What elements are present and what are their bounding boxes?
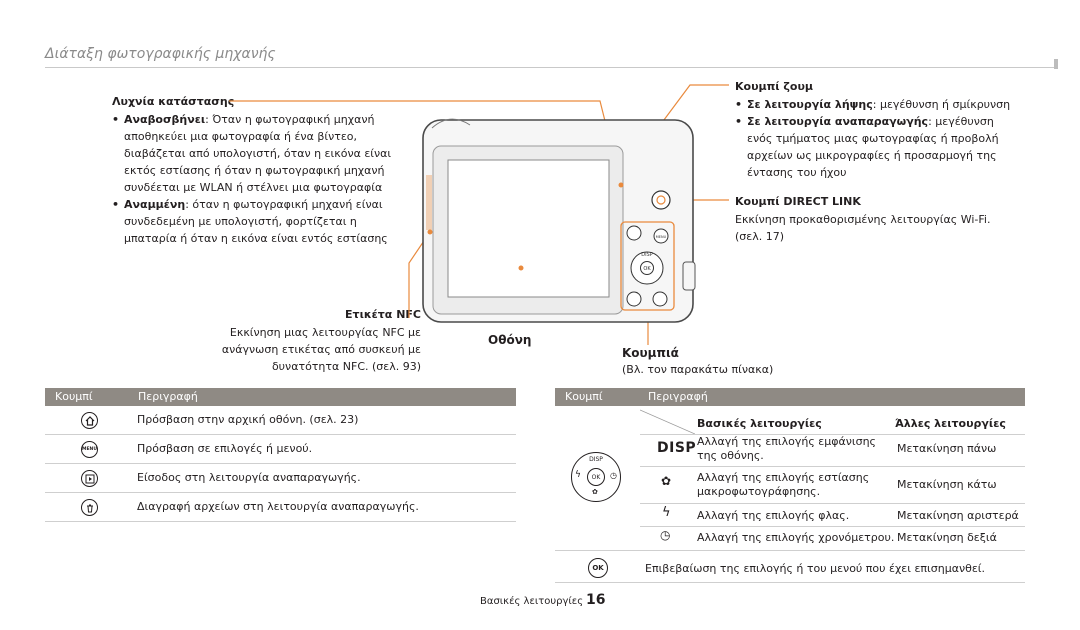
- right-table-header: Κουμπί Περιγραφή: [555, 388, 1025, 406]
- dial-ok-label: OK: [587, 468, 605, 486]
- direct-link-description: Εκκίνηση προκαθορισμένης λειτουργίας Wi-…: [735, 213, 991, 243]
- table-row: Διαγραφή αρχείων στη λειτουργία αναπαραγ…: [45, 493, 516, 521]
- timer-icon: ◷: [660, 528, 671, 542]
- ok-icon: OK: [588, 558, 608, 578]
- menu-button: [653, 228, 669, 244]
- other-functions-header: Άλλες λειτουργίες: [895, 417, 1006, 430]
- playback-icon: [81, 470, 98, 487]
- dial-macro-icon: ✿: [592, 488, 598, 496]
- table-row: Πρόσβαση στην αρχική οθόνη. (σελ. 23): [45, 406, 516, 434]
- direct-link-button: [651, 190, 671, 210]
- table-row: Είσοδος στη λειτουργία αναπαραγωγής.: [45, 464, 516, 492]
- zoom-title: Κουμπί ζουμ: [735, 80, 813, 93]
- screen-label: Οθόνη: [488, 333, 532, 347]
- left-header-desc: Περιγραφή: [138, 390, 198, 403]
- status-lamp-marker: [618, 182, 624, 188]
- row-basic: Αλλαγή της επιλογής εμφάνισης της οθόνης…: [697, 435, 877, 462]
- dial-disp-label: DISP: [589, 456, 603, 463]
- buttons-title: Κουμπιά: [622, 346, 679, 360]
- row-other: Μετακίνηση πάνω: [897, 442, 997, 455]
- header-rule: [45, 67, 1057, 68]
- strap-lug: [682, 261, 696, 291]
- buttons-highlight: [620, 221, 675, 311]
- header-marker: [1054, 59, 1058, 69]
- screen-marker: [518, 265, 524, 271]
- zoom-list: Σε λειτουργία λήψης: μεγέθυνση ή σμίκρυν…: [735, 96, 1020, 181]
- table-row: MENU Πρόσβαση σε επιλογές ή μενού.: [45, 435, 516, 463]
- disp-icon: DISP: [657, 440, 697, 456]
- nfc-title: Ετικέτα NFC: [345, 308, 421, 321]
- nav-dial-icon: DISP OK ϟ ◷ ✿: [571, 452, 621, 502]
- row-basic: Αλλαγή της επιλογής φλας.: [697, 509, 850, 522]
- right-header-key: Κουμπί: [565, 390, 603, 403]
- right-header-desc: Περιγραφή: [648, 390, 708, 403]
- nfc-marker: [427, 229, 433, 235]
- row-description: Πρόσβαση σε επιλογές ή μενού.: [137, 442, 313, 455]
- status-lamp-item: Αναμμένη: όταν η φωτογραφική μηχανή είνα…: [112, 196, 392, 247]
- delete-icon: [81, 499, 98, 516]
- row-description: Πρόσβαση στην αρχική οθόνη. (σελ. 23): [137, 413, 359, 426]
- playback-button: [626, 291, 642, 307]
- camera-menu-label: MENU: [656, 235, 667, 239]
- status-lamp-title: Λυχνία κατάστασης: [112, 95, 235, 108]
- row-basic: Αλλαγή της επιλογής χρονόμετρου.: [697, 531, 895, 544]
- camera-disp-label: DISP: [641, 252, 653, 258]
- dial-timer-icon: ◷: [610, 471, 617, 480]
- zoom-item: Σε λειτουργία λήψης: μεγέθυνση ή σμίκρυν…: [735, 96, 1020, 113]
- footer-section: Βασικές λειτουργίες: [480, 596, 584, 607]
- page-title: Διάταξη φωτογραφικής μηχανής: [45, 46, 276, 62]
- delete-button: [652, 291, 668, 307]
- page-number: 16: [586, 592, 606, 608]
- flash-icon: ϟ: [662, 505, 671, 520]
- screen: [447, 159, 610, 298]
- left-table-header: Κουμπί Περιγραφή: [45, 388, 516, 406]
- buttons-subtitle: (Βλ. τον παρακάτω πίνακα): [622, 363, 774, 376]
- row-description: Είσοδος στη λειτουργία αναπαραγωγής.: [137, 471, 361, 484]
- camera-illustration: DISP OK MENU: [229, 84, 729, 345]
- ok-button: [640, 261, 654, 275]
- left-header-key: Κουμπί: [55, 390, 93, 403]
- status-lamp-list: Αναβοσβήνει: Όταν η φωτογραφική μηχανή α…: [112, 111, 392, 247]
- subheader-diagonal: [640, 409, 695, 435]
- dial-flash-icon: ϟ: [575, 470, 581, 480]
- row-other: Μετακίνηση αριστερά: [897, 509, 1019, 522]
- row-other: Μετακίνηση κάτω: [897, 478, 997, 491]
- row-other: Μετακίνηση δεξιά: [897, 531, 997, 544]
- status-lamp-item: Αναβοσβήνει: Όταν η φωτογραφική μηχανή α…: [112, 111, 392, 196]
- basic-functions-header: Βασικές λειτουργίες: [697, 417, 822, 430]
- menu-icon: MENU: [81, 441, 98, 458]
- zoom-item: Σε λειτουργία αναπαραγωγής: μεγέθυνση εν…: [735, 113, 1020, 181]
- nfc-tag-area: [426, 175, 432, 230]
- direct-link-title: Κουμπί DIRECT LINK: [735, 195, 861, 208]
- home-button: [626, 225, 642, 241]
- row-basic: Αλλαγή της επιλογής εστίασης μακροφωτογρ…: [697, 471, 870, 498]
- row-description: Διαγραφή αρχείων στη λειτουργία αναπαραγ…: [137, 500, 419, 513]
- camera-ok-label: OK: [643, 266, 651, 272]
- macro-icon: ✿: [661, 474, 672, 488]
- nfc-description: Εκκίνηση μιας λειτουργίας NFC με ανάγνωσ…: [221, 326, 421, 373]
- left-table-body: Πρόσβαση στην αρχική οθόνη. (σελ. 23) ME…: [45, 406, 516, 522]
- home-icon: [81, 412, 98, 429]
- ok-row-description: Επιβεβαίωση της επιλογής ή του μενού που…: [645, 562, 985, 575]
